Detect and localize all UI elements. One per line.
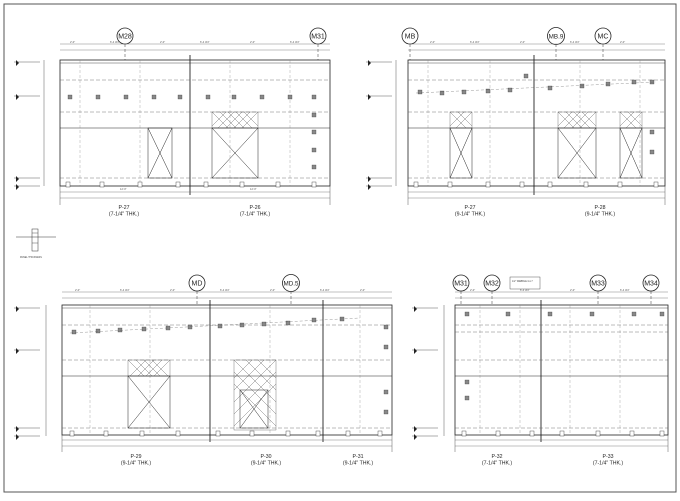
gridline-label: MD	[192, 281, 203, 288]
svg-text:2'-0": 2'-0"	[360, 288, 365, 292]
panel-thickness: (9-1/4" THK.)	[455, 212, 486, 218]
gridline-bubble-m34: M34	[642, 274, 660, 292]
svg-text:6'-4 3/4": 6'-4 3/4"	[620, 288, 630, 292]
gridline-bubble-md: MD	[188, 274, 206, 292]
svg-text:2'-0": 2'-0"	[470, 288, 475, 292]
elevation-4: M31 M32 M33 M34 1/2" WEBBLE G1.7 2'-0" 6'…	[412, 274, 669, 467]
gridline-label: M32	[485, 281, 499, 288]
panel-thickness: (9-1/4" THK.)	[585, 212, 616, 218]
gridline-label: M28	[118, 34, 132, 41]
svg-text:2'-0": 2'-0"	[170, 288, 175, 292]
panel-label: P-31	[353, 454, 364, 460]
svg-text:2'-0": 2'-0"	[570, 288, 575, 292]
elevation-2: MB MB.9 MC 2'-0" 6'-4 3/4" 2'-0" 6'-4 3/4"…	[366, 27, 666, 218]
svg-text:6'-4 3/4": 6'-4 3/4"	[120, 288, 130, 292]
panel-thickness: (9-1/4" THK.)	[121, 461, 152, 467]
svg-text:2'-0": 2'-0"	[160, 40, 165, 44]
svg-text:12'-0": 12'-0"	[250, 187, 257, 191]
svg-text:6'-4 3/4": 6'-4 3/4"	[320, 288, 330, 292]
gridline-label: MB.9	[549, 34, 564, 41]
svg-text:2'-0": 2'-0"	[620, 40, 625, 44]
gridline-label: MD.5	[283, 281, 299, 288]
gridline-label: M33	[591, 281, 605, 288]
svg-text:2'-0": 2'-0"	[250, 40, 255, 44]
gridline-bubble-m33: M33	[589, 274, 607, 292]
svg-text:6'-4 3/4": 6'-4 3/4"	[470, 40, 480, 44]
svg-text:2'-0": 2'-0"	[430, 40, 435, 44]
panel-label: P-33	[603, 454, 614, 460]
gridline-bubble-m32: M32	[483, 274, 501, 292]
elevation-3: MD MD.5 2'-0" 6'-4 3/4" 2'-0" 6'-4 3/4" 2'…	[14, 274, 393, 467]
gridline-bubble-mc: MC	[594, 27, 612, 45]
svg-text:12'-0": 12'-0"	[120, 187, 127, 191]
panel-label: P-29	[131, 454, 142, 460]
svg-text:6'-4 3/4": 6'-4 3/4"	[570, 40, 580, 44]
panel-thickness: (7-1/4" THK.)	[109, 212, 140, 218]
panel-thickness-detail: PANEL THICKNESS	[16, 228, 56, 259]
panel-label: P-30	[261, 454, 272, 460]
gridline-label: M31	[454, 281, 468, 288]
gridline-bubble-m31: M31	[452, 274, 470, 292]
sheet-border	[3, 3, 677, 493]
gridline-bubble-mb9: MB.9	[547, 27, 565, 45]
panel-thickness: (9-1/4" THK.)	[251, 461, 282, 467]
gridline-label: MC	[598, 34, 609, 41]
panel-label: P-28	[595, 205, 606, 211]
panel-thickness: (7-1/4" THK.)	[593, 461, 624, 467]
svg-text:2'-0": 2'-0"	[270, 288, 275, 292]
callout-text: 1/2" WEBBLE G1.7	[512, 280, 533, 283]
panel-label: P-32	[492, 454, 503, 460]
panel-label: P-27	[119, 205, 130, 211]
svg-text:6'-4 3/4": 6'-4 3/4"	[290, 40, 300, 44]
gridline-bubble-mb: MB	[401, 27, 419, 45]
svg-text:6'-4 3/4": 6'-4 3/4"	[220, 288, 230, 292]
gridline-label: M34	[644, 281, 658, 288]
panel-thickness: (7-1/4" THK.)	[240, 212, 271, 218]
gridline-label: MB	[405, 34, 416, 41]
svg-text:2'-0": 2'-0"	[75, 288, 80, 292]
svg-text:6'-4 3/4": 6'-4 3/4"	[110, 40, 120, 44]
svg-text:6'-4 3/4": 6'-4 3/4"	[520, 288, 530, 292]
panel-label: P-27	[465, 205, 476, 211]
callout-box	[509, 276, 541, 290]
gridline-bubble-m28: M28	[116, 27, 134, 45]
elevation-1: M28 M31 2'-0" 6'-4 3/4" 2'-0" 6'-4 3/4" 2'…	[14, 27, 331, 218]
svg-text:2'-0": 2'-0"	[520, 40, 525, 44]
panel-label: P-26	[250, 205, 261, 211]
svg-text:2'-0": 2'-0"	[70, 40, 75, 44]
panel-thickness: (7-1/4" THK.)	[482, 461, 513, 467]
gridline-bubble-m31: M31	[309, 27, 327, 45]
gridline-bubble-md5: MD.5	[282, 274, 300, 292]
gridline-label: M31	[311, 34, 325, 41]
panel-thickness: (9-1/4" THK.)	[343, 461, 374, 467]
svg-text:6'-4 3/4": 6'-4 3/4"	[200, 40, 210, 44]
detail-label: PANEL THICKNESS	[20, 256, 42, 259]
